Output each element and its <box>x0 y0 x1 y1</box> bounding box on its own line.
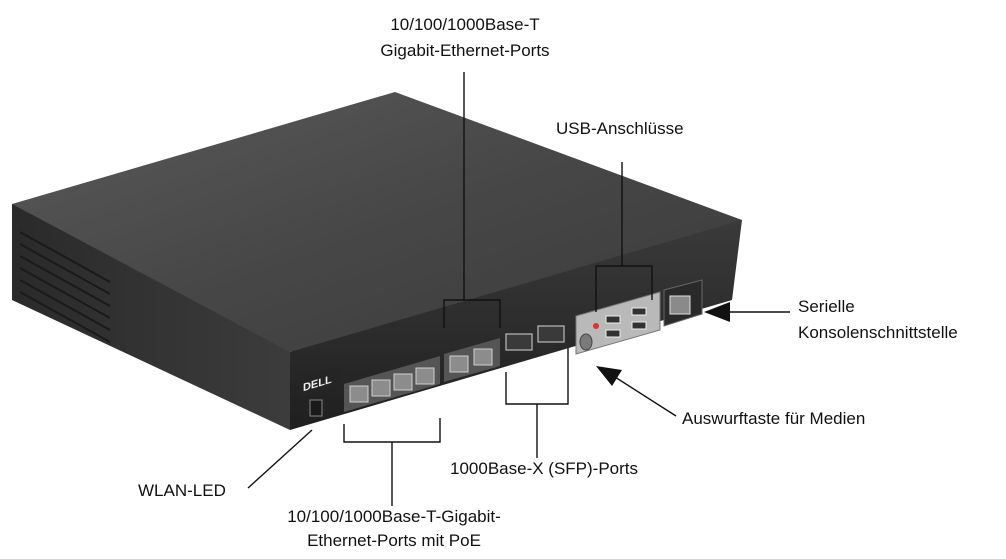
wlan-led-indicator <box>309 399 323 417</box>
poe-port-1 <box>349 385 369 403</box>
gigabit-port-2 <box>473 348 493 366</box>
bracket-poe <box>343 418 441 443</box>
usb-ports <box>605 307 647 338</box>
gigabit-port-1 <box>449 355 469 373</box>
label-serial-console: Serielle Konsolenschnittstelle <box>798 296 958 344</box>
poe-port-4 <box>415 367 435 385</box>
usb-port-1 <box>605 315 621 324</box>
bracket-gigabit-top <box>443 299 501 328</box>
label-eject: Auswurftaste für Medien <box>682 409 866 428</box>
label-poe-ports-line2: Ethernet-Ports mit PoE <box>307 531 481 550</box>
callout-wlan <box>247 429 313 489</box>
sfp-ports <box>505 325 565 351</box>
bracket-usb <box>595 265 653 312</box>
callout-lines <box>247 72 790 506</box>
arrowhead-serial <box>704 302 730 322</box>
label-usb: USB-Anschlüsse <box>556 119 684 138</box>
serial-console-port <box>669 295 691 315</box>
label-wlan-led: WLAN-LED <box>138 481 226 500</box>
sfp-port-2 <box>537 325 565 343</box>
sfp-port-1 <box>505 333 533 351</box>
poe-ports <box>349 367 435 403</box>
label-sfp: 1000Base-X (SFP)-Ports <box>450 459 639 478</box>
label-gigabit-ports-top-line1: 10/100/1000Base-T <box>390 15 540 34</box>
poe-port-2 <box>371 379 391 397</box>
usb-port-3 <box>631 307 647 316</box>
callout-arrowheads <box>596 302 730 386</box>
arrowhead-eject <box>596 366 622 386</box>
chassis-left-side <box>12 204 290 430</box>
label-serial-console-line1: Serielle <box>798 297 855 316</box>
poe-port-3 <box>393 373 413 391</box>
side-vents <box>19 231 111 343</box>
status-led <box>593 323 599 329</box>
gigabit-ports <box>449 348 493 373</box>
label-gigabit-ports-top: 10/100/1000Base-T Gigabit-Ethernet-Ports <box>325 14 605 62</box>
label-gigabit-ports-top-line2: Gigabit-Ethernet-Ports <box>380 41 550 60</box>
label-serial-console-line2: Konsolenschnittstelle <box>798 323 958 342</box>
usb-port-4 <box>631 321 647 330</box>
label-poe-ports: 10/100/1000Base-T-Gigabit- Ethernet-Port… <box>244 506 544 552</box>
usb-port-2 <box>605 329 621 338</box>
dell-logo-plate <box>300 366 340 398</box>
front-panel: DELL <box>300 279 703 417</box>
label-poe-ports-line1: 10/100/1000Base-T-Gigabit- <box>287 507 501 526</box>
media-eject-button[interactable] <box>579 333 593 351</box>
